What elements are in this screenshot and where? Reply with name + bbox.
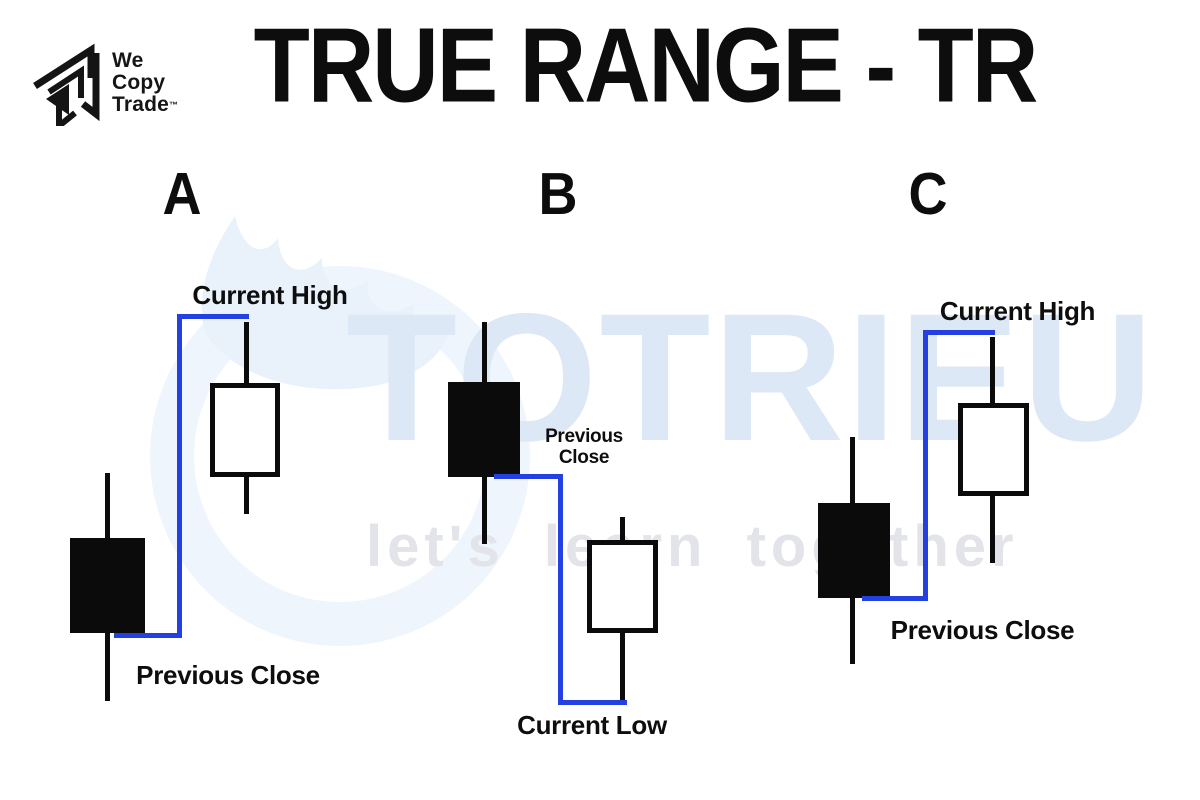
- panel-a-current-high-label: Current High: [192, 280, 348, 310]
- panel-b-label: B: [538, 161, 578, 228]
- logo-line-copy: Copy: [112, 71, 166, 94]
- panel-c-previous-close-label: Previous Close: [890, 615, 1075, 645]
- panel-b-range-line-vertical: [558, 474, 563, 705]
- tagline-watermark: let's learn together: [366, 514, 1019, 579]
- panel-c-black-candle-body: [818, 503, 890, 598]
- panel-a-previous-close-label: Previous Close: [136, 660, 320, 690]
- panel-a-range-line-top: [177, 314, 249, 319]
- panel-c-current-high-label: Current High: [939, 296, 1096, 326]
- panel-b-range-line-top: [494, 474, 563, 479]
- logo-line-we: We: [112, 49, 144, 72]
- page-title: TRUE RANGE - TR: [253, 7, 1039, 125]
- trademark-symbol: ™: [169, 100, 179, 110]
- panel-c-white-candle-body: [958, 403, 1029, 496]
- panel-a-label: A: [162, 161, 202, 228]
- panel-c-range-line-top: [923, 330, 995, 335]
- panel-a-black-candle-body: [70, 538, 145, 633]
- panel-c-label: C: [908, 161, 948, 228]
- logo-line-trade: Trade™: [112, 93, 179, 116]
- panel-b-current-low-label: Current Low: [517, 710, 667, 740]
- panel-c-range-line-bottom: [862, 596, 928, 601]
- wecopytrade-logo-icon: [33, 43, 100, 126]
- panel-a-white-candle-body: [210, 383, 280, 477]
- panel-a-range-line-bottom: [114, 633, 182, 638]
- panel-b-white-candle-body: [587, 540, 658, 633]
- panel-b-previous-close-label: Previous Close: [545, 426, 623, 468]
- wecopytrade-logo-text: We Copy Trade™: [112, 50, 178, 116]
- panel-a-range-line-vertical: [177, 314, 182, 638]
- panel-c-range-line-vertical: [923, 330, 928, 601]
- panel-b-range-line-bottom: [558, 700, 627, 705]
- panel-b-black-candle-body: [448, 382, 520, 477]
